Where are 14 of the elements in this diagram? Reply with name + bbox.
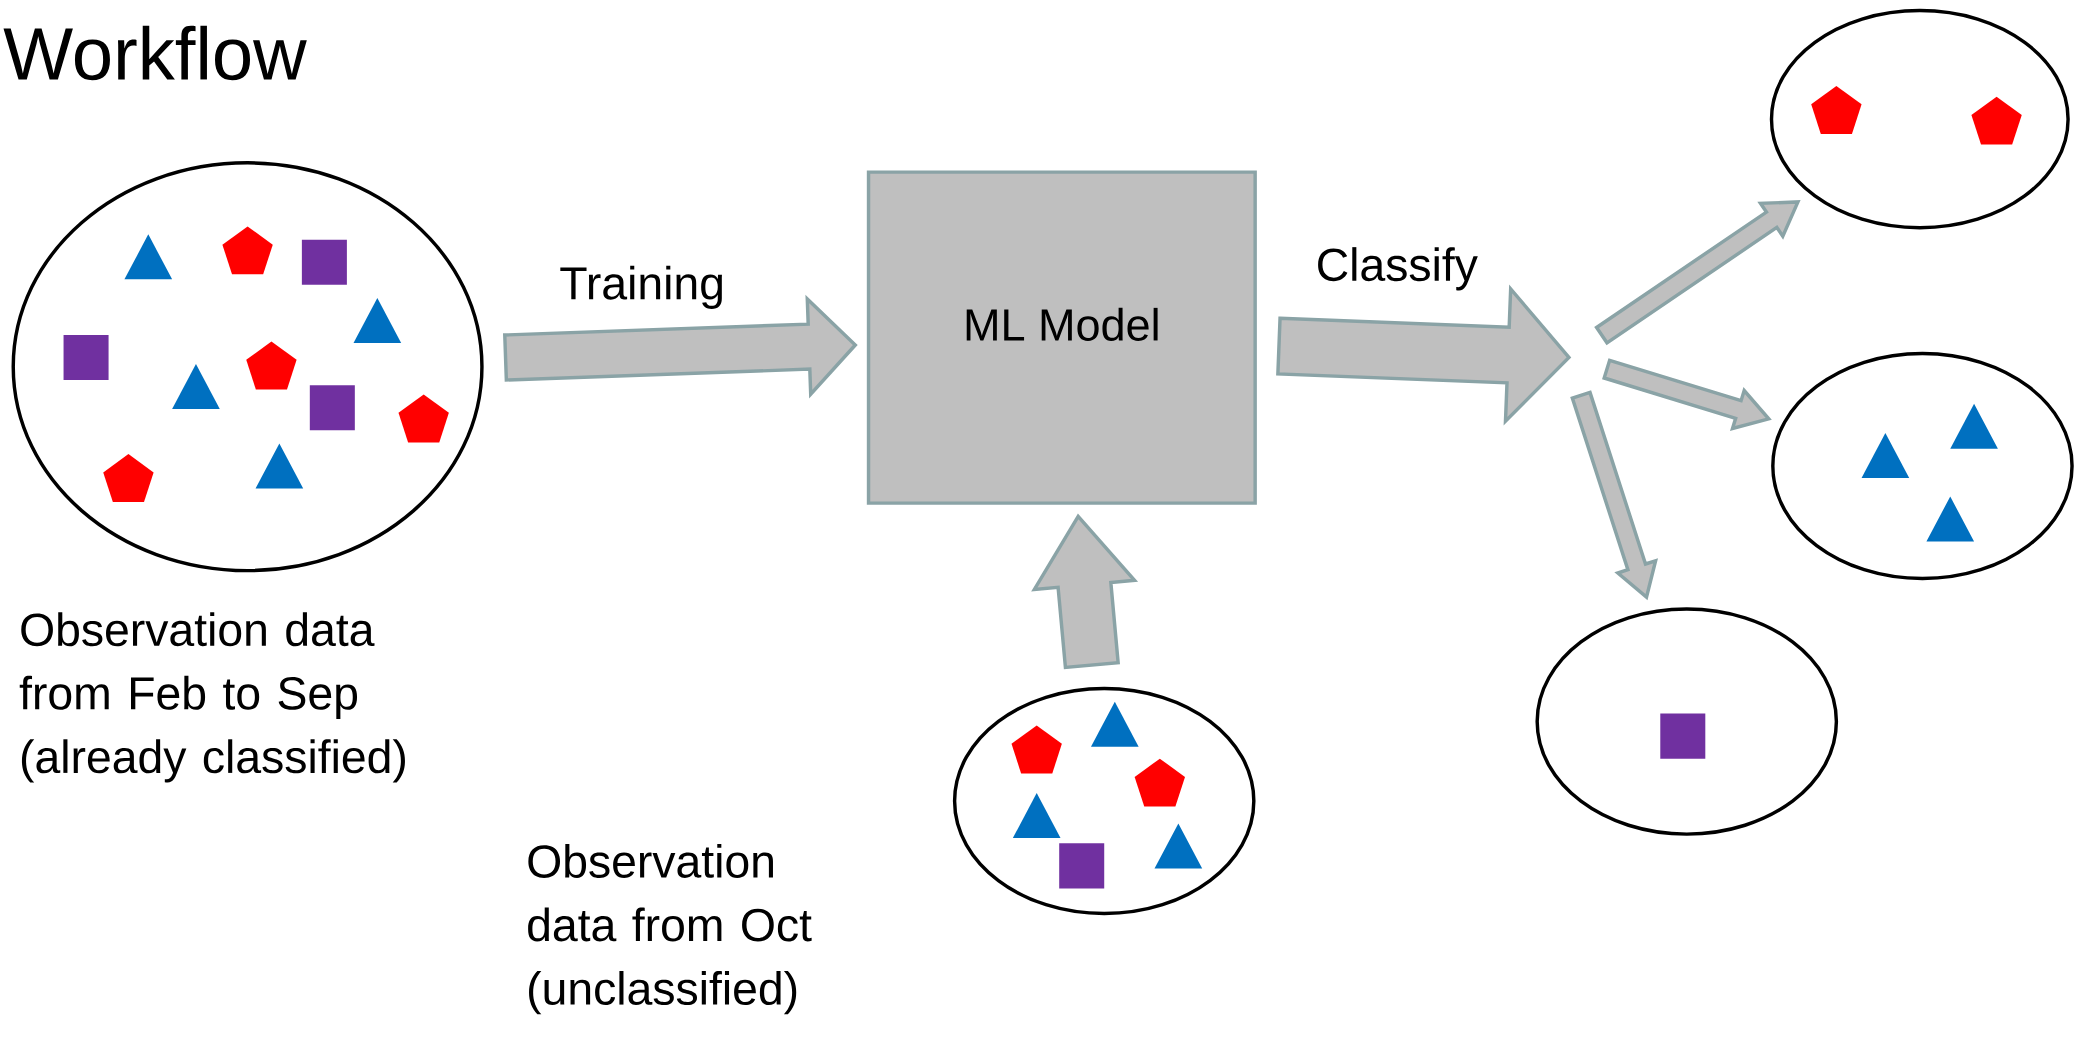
title: Workflow	[3, 25, 307, 80]
data-ellipse	[1771, 351, 2074, 581]
block-arrow	[1276, 284, 1572, 426]
data-ellipse	[1535, 607, 1839, 836]
node-label: Observation data from Feb to Sep (already classified)	[19, 612, 405, 783]
data-ellipse	[952, 686, 1256, 916]
block-arrow	[1570, 390, 1659, 601]
edge-label: Classify	[1313, 244, 1481, 293]
data-ellipse	[1769, 8, 2070, 230]
edge-label: Training	[556, 262, 728, 312]
model-box: ML Model	[866, 170, 1257, 505]
node-label: Observation data from Oct (unclassified)	[528, 843, 812, 1014]
block-arrow	[503, 294, 858, 399]
data-ellipse	[11, 160, 484, 573]
